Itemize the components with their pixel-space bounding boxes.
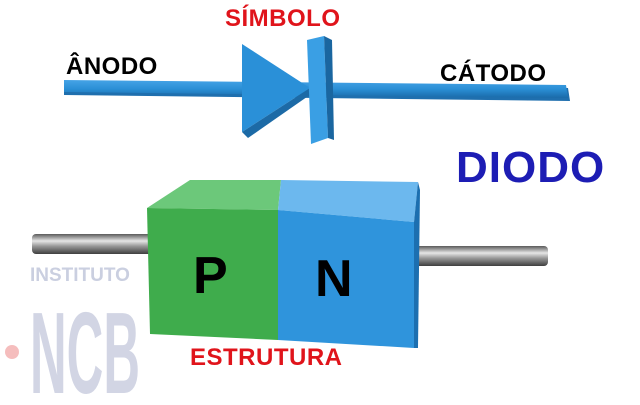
diagram-title: DIODO (456, 143, 606, 192)
watermark-logo-text: NCB (30, 288, 140, 400)
institute-watermark: INSTITUTO NCB (5, 265, 140, 405)
n-block-side (414, 182, 420, 348)
n-block-top (278, 180, 418, 222)
n-region-label: N (315, 250, 353, 308)
diode-symbol (64, 36, 570, 144)
lead-left (32, 234, 152, 254)
structure-label: ESTRUTURA (190, 344, 343, 371)
cathode-label: CÁTODO (440, 60, 547, 87)
p-block-top (147, 180, 281, 210)
anode-label: ÂNODO (66, 53, 158, 80)
symbol-bar-front (307, 36, 328, 144)
symbol-triangle (242, 44, 310, 132)
p-region-label: P (193, 247, 228, 305)
watermark-top-text: INSTITUTO (30, 265, 130, 286)
diode-component (32, 180, 548, 348)
lead-right (412, 246, 548, 266)
n-block-front (278, 210, 414, 348)
watermark-dot (5, 345, 19, 359)
symbol-bar-side (324, 36, 334, 140)
p-block-front (147, 208, 278, 340)
symbol-triangle-edge (242, 88, 314, 138)
symbol-label: SÍMBOLO (225, 5, 341, 32)
